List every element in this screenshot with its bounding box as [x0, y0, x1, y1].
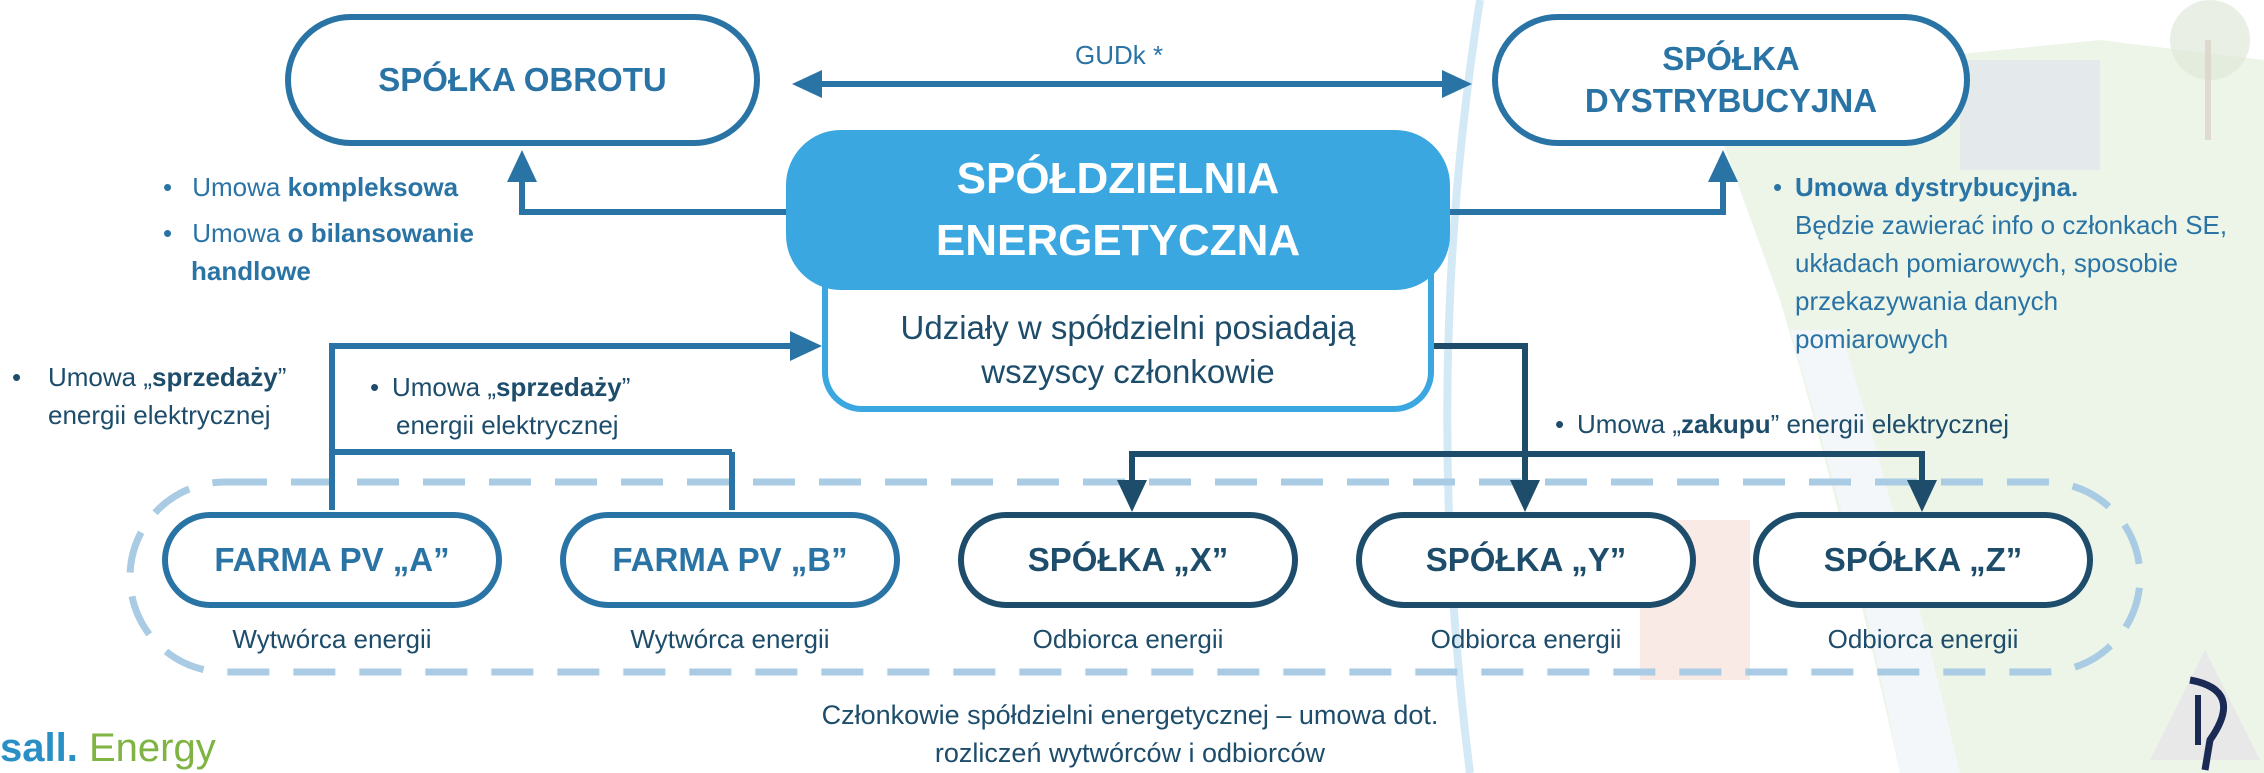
brand-logo-part1: sall. [0, 726, 78, 770]
spolka-obrotu-box: SPÓŁKA OBROTU [285, 14, 760, 146]
spolka-x-box: SPÓŁKA „X” [958, 512, 1298, 608]
arrow-producers-to-center [329, 331, 822, 510]
arrow-center-to-consumers [1117, 343, 1937, 512]
contract-kompleksowa-bold: kompleksowa [287, 172, 459, 202]
distribution-contract-title: Umowa dystrybucyjna. [1795, 172, 2079, 202]
members-note-line-2: rozliczeń wytwórców i odbiorców [934, 738, 1326, 768]
purchase-prefix: Umowa „ [1577, 409, 1682, 439]
distribution-line-1: Będzie zawierać info o członkach SE, [1795, 210, 2228, 240]
sale-outer-bold: sprzedaży [152, 362, 278, 392]
spolka-dystrybucyjna-box: SPÓŁKA DYSTRYBUCYJNA [1492, 14, 1970, 146]
contract-kompleksowa-prefix: Umowa [192, 172, 281, 202]
gudk-label: GUDk * [1075, 40, 1164, 70]
sale-inner-line2: energii elektrycznej [396, 410, 619, 440]
farma-b-label: FARMA PV „B” [612, 541, 848, 578]
distribution-line-2: układach pomiarowych, sposobie [1795, 248, 2178, 278]
spolka-x-label: SPÓŁKA „X” [1027, 541, 1229, 578]
arrow-to-spolka-dystrybucyjna [1445, 150, 1738, 215]
farma-a-label: FARMA PV „A” [214, 541, 450, 578]
farma-a-box: FARMA PV „A” [162, 512, 502, 608]
arrow-to-spolka-obrotu [507, 150, 790, 215]
spolka-obrotu-label: SPÓŁKA OBROTU [378, 61, 667, 98]
contract-bilansowanie-prefix: Umowa [192, 218, 281, 248]
members-note-line-1: Członkowie spółdzielni energetycznej – u… [821, 700, 1439, 730]
sale-outer-prefix: Umowa „ [48, 362, 153, 392]
spoldzielnia-label-2: ENERGETYCZNA [935, 216, 1301, 265]
gudk-double-arrow [792, 70, 1472, 98]
udzialy-line-1: Udziały w spółdzielni posiadają [900, 309, 1356, 346]
distribution-line-3: przekazywania danych [1795, 286, 2059, 316]
brand-logo: sall. Energy [0, 726, 216, 771]
contract-bilansowanie-bold: o bilansowanie [287, 218, 474, 248]
farma-b-box: FARMA PV „B” [560, 512, 900, 608]
spolka-dystrybucyjna-label-1: SPÓŁKA [1662, 40, 1800, 77]
members-note: Członkowie spółdzielni energetycznej – u… [700, 696, 1560, 772]
emblem-logo-icon [2150, 650, 2260, 771]
contract-bilansowanie-bold-2: handlowe [191, 256, 311, 286]
spolka-z-box: SPÓŁKA „Z” [1753, 512, 2093, 608]
sale-contract-outer: •Umowa „sprzedaży” energii elektrycznej [12, 358, 286, 434]
udzialy-line-2: wszyscy członkowie [981, 353, 1275, 390]
contract-bilansowanie: Umowa o bilansowanie [163, 214, 474, 252]
sale-outer-suffix: ” [277, 362, 287, 392]
farma-a-sublabel: Wytwórca energii [232, 624, 432, 654]
left-contracts: Umowa kompleksowa Umowa o bilansowanie h… [163, 168, 474, 290]
sale-outer-line2: energii elektrycznej [48, 400, 271, 430]
brand-logo-part2: Energy [77, 726, 216, 770]
distribution-contract: Umowa dystrybucyjna. Będzie zawierać inf… [1773, 168, 2227, 358]
purchase-contract: Umowa „zakupu” energii elektrycznej [1555, 405, 2009, 443]
purchase-bold: zakupu [1681, 409, 1771, 439]
spolka-dystrybucyjna-label-2: DYSTRYBUCYJNA [1584, 82, 1878, 119]
spolka-z-sublabel: Odbiorca energii [1827, 624, 2019, 654]
spolka-x-sublabel: Odbiorca energii [1032, 624, 1224, 654]
contract-kompleksowa: Umowa kompleksowa [163, 168, 474, 206]
spolka-y-sublabel: Odbiorca energii [1430, 624, 1622, 654]
sale-inner-bold: sprzedaży [496, 372, 622, 402]
spolka-y-label: SPÓŁKA „Y” [1425, 541, 1627, 578]
farma-b-sublabel: Wytwórca energii [630, 624, 830, 654]
sale-inner-prefix: Umowa „ [392, 372, 497, 402]
spolka-y-box: SPÓŁKA „Y” [1356, 512, 1696, 608]
distribution-line-4: pomiarowych [1795, 324, 1949, 354]
spolka-z-label: SPÓŁKA „Z” [1823, 541, 2023, 578]
purchase-suffix: ” energii elektrycznej [1770, 409, 2010, 439]
sale-contract-inner: Umowa „sprzedaży” energii elektrycznej [370, 368, 630, 444]
spoldzielnia-label-1: SPÓŁDZIELNIA [956, 154, 1280, 203]
sale-inner-suffix: ” [621, 372, 631, 402]
spoldzielnia-energetyczna-box: SPÓŁDZIELNIA ENERGETYCZNA [786, 130, 1450, 290]
